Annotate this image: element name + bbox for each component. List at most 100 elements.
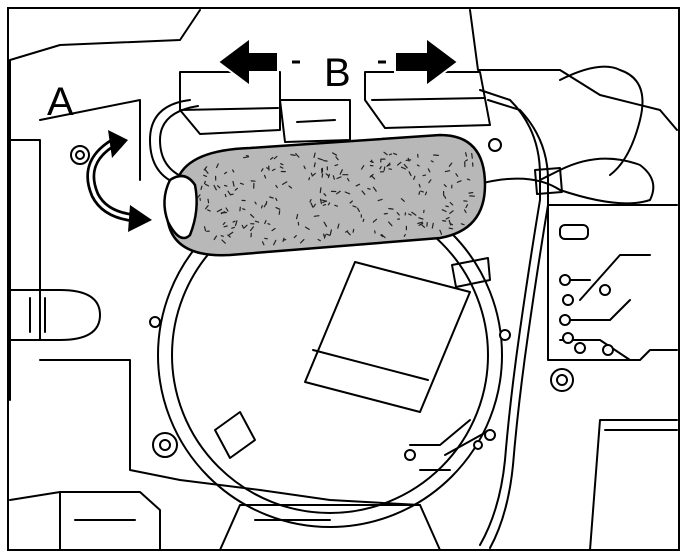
foam-speckle [418,191,421,195]
foam-speckle [369,160,374,163]
lower-frame-right [589,419,678,551]
foam-speckle [213,235,218,241]
lower-frame-center [219,504,441,551]
foam-speckle [349,200,353,204]
foam-speckle [264,237,268,240]
housing-inner-panel [39,99,421,506]
foam-speckle [466,178,471,181]
foam-speckle [299,239,305,244]
foam-speckle [387,162,391,167]
foam-speckle [465,152,468,157]
foam-speckle [321,173,324,178]
foam-speckle [319,198,322,205]
drum-clip-bottom [214,411,256,459]
foam-speckle [243,224,248,229]
wire-harness-2 [487,99,549,549]
foam-speckle [243,156,250,159]
drum-module-edge [312,349,429,381]
foam-speckle [347,177,350,182]
foam-speckle [334,164,339,167]
arrow-right-icon [378,36,460,88]
foam-speckle [227,190,232,196]
foam-speckle [460,223,465,226]
foam-speckle [408,171,412,177]
foam-speckle [234,220,238,227]
screw-right [550,368,574,392]
foam-speckle [327,202,331,206]
wire-harness-main [479,89,541,546]
foam-speckle [379,166,382,170]
foam-speckle [317,238,321,242]
screw-bottom-left [152,432,178,458]
foam-speckle [313,162,316,168]
solder-dots [149,274,614,461]
foam-speckle [403,163,408,169]
foam-speckle [288,185,293,189]
foam-speckle [275,184,278,189]
foam-speckle [282,181,288,185]
foam-speckle [381,234,386,239]
wire-harness-4 [559,65,644,176]
foam-speckle [329,229,332,236]
foam-speckle [369,173,374,178]
foam-speckle [332,175,335,180]
foam-speckle [442,220,447,222]
foam-speckle [448,162,453,167]
foam-speckle [275,197,278,201]
foam-speckle [224,171,228,175]
foam-speckle [264,220,267,225]
foam-speckle [463,209,467,214]
foam-speckle [388,207,394,210]
foam-speckle [270,156,274,160]
foam-speckle [449,201,454,206]
foam-speckle [372,218,378,223]
foam-speckle [228,231,234,236]
foam-speckle [280,163,284,166]
foam-speckle [232,220,236,223]
foam-speckle [325,173,330,177]
foam-speckle [332,152,338,156]
label-a: A [47,80,74,124]
foam-speckle [408,213,412,216]
foam-speckle [448,227,454,230]
foam-speckle [204,183,210,187]
foam-speckle [418,222,424,226]
foam-speckle [323,221,328,227]
arrow-left-icon [216,36,300,88]
wire-left-loop-2 [159,105,199,179]
foam-speckle [396,212,400,216]
foam-speckle [245,155,249,157]
foam-speckle [428,179,432,184]
foam-speckle [334,204,338,207]
foam-speckle [231,226,235,229]
foam-speckle [418,183,421,188]
foam-speckle [336,190,341,195]
foam-speckle [372,186,377,192]
foam-speckle [250,213,255,218]
circuit-pad [559,224,589,240]
foam-speckle [449,223,454,226]
foam-speckle [260,168,264,172]
foam-speckle [317,157,324,161]
foam-speckle [279,166,284,169]
foam-speckle [197,194,201,198]
foam-speckle [273,155,278,160]
foam-speckle [220,211,226,215]
foam-speckle [445,217,450,220]
foam-speckle [303,165,306,170]
foam-speckle [383,166,386,171]
foam-speckle [439,229,443,235]
foam-speckle [207,198,210,204]
left-bracket-slot [29,297,46,333]
foam-speckle [304,226,310,230]
foam-speckle [362,218,365,222]
foam-speckle [322,200,328,203]
foam-speckle [271,227,276,232]
foam-speckle [273,239,277,246]
foam-speckle [207,209,211,212]
foam-speckle [313,203,316,208]
foam-speckle [239,182,244,185]
wire-harness-tie [534,167,563,195]
foam-speckle [225,207,229,212]
